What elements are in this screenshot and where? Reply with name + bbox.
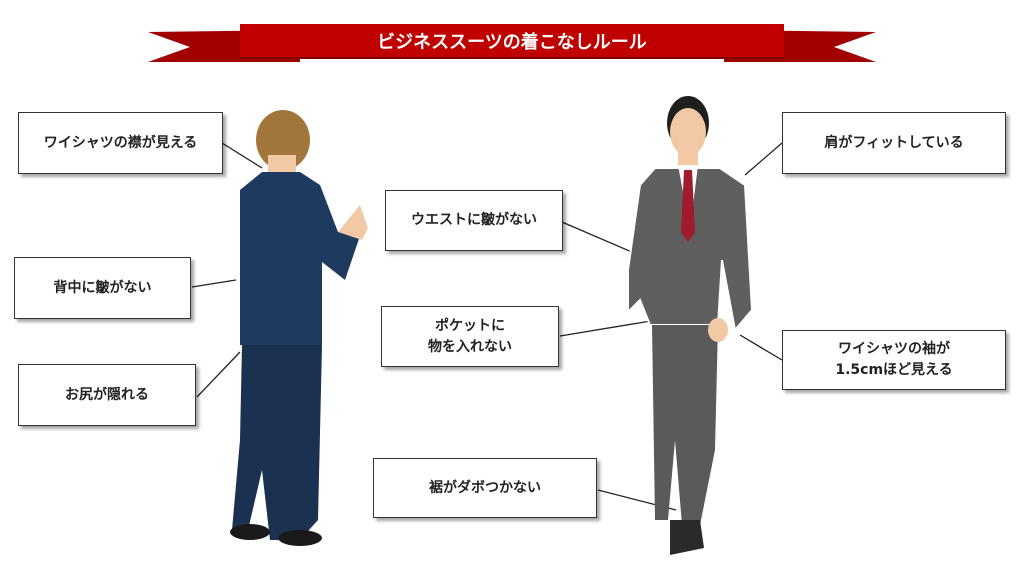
callout-sleeve: ワイシャツの袖が 1.5cmほど見える: [782, 330, 1006, 390]
callout-pocket: ポケットに 物を入れない: [381, 306, 559, 367]
callout-hips: お尻が隠れる: [18, 364, 196, 426]
front-view-man: [627, 96, 754, 555]
callout-back: 背中に皺がない: [14, 257, 191, 319]
callout-collar: ワイシャツの襟が見える: [18, 112, 223, 174]
title-banner: [148, 24, 876, 62]
page-title: ビジネススーツの着こなしルール: [377, 32, 647, 53]
callout-hem: 裾がダボつかない: [373, 458, 597, 518]
back-view-man: [230, 110, 368, 546]
callout-shoulder: 肩がフィットしている: [782, 112, 1006, 174]
callout-waist: ウエストに皺がない: [385, 190, 563, 251]
